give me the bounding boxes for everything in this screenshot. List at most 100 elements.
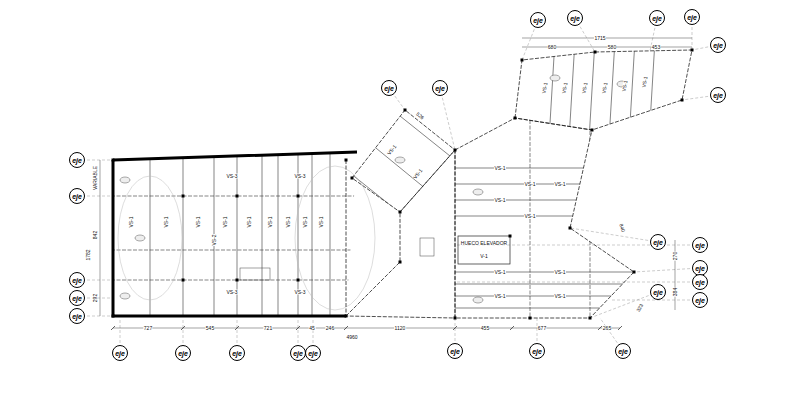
beam-lines <box>100 40 655 320</box>
axis-tag: eje <box>695 297 705 304</box>
wing-outline <box>515 50 692 130</box>
beam-label: VS-1 <box>494 198 506 203</box>
axis-bubble: eje <box>684 9 700 25</box>
column <box>345 315 348 318</box>
axis-tag: eje <box>653 239 663 246</box>
beam-label: VS-1 <box>561 82 568 95</box>
column <box>454 149 457 152</box>
column <box>112 315 115 318</box>
axis-tag: eje <box>115 350 125 357</box>
beam-group <box>100 196 360 280</box>
dimension-label: 4960 <box>346 335 358 340</box>
axis-bubble: eje <box>69 290 85 306</box>
axis-bubble: eje <box>229 345 245 361</box>
dimension-tick <box>344 326 348 330</box>
dimension-label: 727 <box>143 326 152 331</box>
axis-bubble: eje <box>432 80 448 96</box>
beam-label: VS-1 <box>641 76 648 89</box>
beam-group <box>530 120 590 320</box>
axis-tag: eje <box>72 313 82 320</box>
column <box>521 59 524 62</box>
axis-tag: eje <box>450 348 460 355</box>
dimension-tick <box>453 326 457 330</box>
axis-bubble: eje <box>69 188 85 204</box>
beam-label: VS-1 <box>621 80 628 93</box>
column <box>404 109 407 112</box>
dimension-tick <box>510 326 514 330</box>
column <box>589 317 592 320</box>
beam-label: VARIABLE <box>93 165 98 190</box>
axis-bubble: eje <box>615 343 631 359</box>
beam-label: VS-1 <box>286 216 291 228</box>
beam-line <box>455 272 640 273</box>
axis-tag: eje <box>72 277 82 284</box>
stair-box <box>240 268 270 280</box>
beam-line <box>278 150 279 320</box>
axis-tag: eje <box>308 350 318 357</box>
beam-line <box>590 120 591 320</box>
dimension-label: 45 <box>309 326 316 331</box>
beam-label: VS-1 <box>494 270 506 275</box>
dimension-label: 384 <box>673 287 678 296</box>
beam-line <box>530 120 531 320</box>
beam-line <box>183 150 184 320</box>
dimension-tick <box>181 326 185 330</box>
beam-label: VS-1 <box>196 216 201 228</box>
dimension-label: 292 <box>93 293 98 302</box>
axis-tag: eje <box>695 242 705 249</box>
dimension-label: 455 <box>480 326 489 331</box>
dimension-label: 1782 <box>86 249 91 261</box>
beam-label: VS-1 <box>601 82 608 95</box>
column <box>345 159 348 162</box>
beam-line <box>629 40 635 140</box>
guide-arc <box>295 166 375 310</box>
axis-bubble: eje <box>649 10 665 26</box>
beam-label: VS-1 <box>268 216 273 228</box>
axis-tag: eje <box>232 350 242 357</box>
axis-tag: eje <box>653 289 663 296</box>
column <box>594 51 597 54</box>
beam-line <box>262 150 263 320</box>
beam-line <box>100 196 360 197</box>
axis-bubble: eje <box>650 284 666 300</box>
dimension-tick <box>235 326 239 330</box>
dimension-label: 677 <box>537 326 546 331</box>
column <box>529 317 532 320</box>
beam-label: VS-1 <box>303 216 308 228</box>
beam-line <box>455 184 640 185</box>
beam-label: V-1 <box>480 254 489 259</box>
axis-bubble: eje <box>305 345 321 361</box>
slab-symbol <box>120 177 130 183</box>
column <box>514 117 517 120</box>
beam-label: VS-3 <box>226 290 238 295</box>
axis-bubble: eje <box>175 345 191 361</box>
columns <box>112 49 694 320</box>
dimension-label: 580 <box>607 45 616 50</box>
column <box>633 271 636 274</box>
beam-group <box>455 168 640 308</box>
slab-symbol <box>395 157 405 163</box>
beam-line <box>150 150 151 320</box>
axis-bubble: eje <box>69 308 85 324</box>
axis-tag: eje <box>652 15 662 22</box>
column <box>236 195 239 198</box>
beam-label: VS-1 <box>581 82 588 95</box>
axis-bubble: eje <box>69 272 85 288</box>
slab-symbol <box>473 189 483 195</box>
column <box>569 227 572 230</box>
dimension-label: 721 <box>263 326 272 331</box>
axis-tag: eje <box>695 279 705 286</box>
beam-line <box>100 280 360 281</box>
column <box>454 317 457 320</box>
column <box>297 279 300 282</box>
beam-label: VS-3 <box>226 174 238 179</box>
axis-tag: eje <box>618 348 628 355</box>
axis-bubble: eje <box>530 12 546 28</box>
dimension-label: 265 <box>602 326 611 331</box>
beam-label: VS-1 <box>319 216 324 228</box>
beam-line <box>100 250 360 251</box>
axis-bubble: eje <box>290 345 306 361</box>
dimension-label: 680 <box>547 45 556 50</box>
beam-label: VS-1 <box>129 216 134 228</box>
